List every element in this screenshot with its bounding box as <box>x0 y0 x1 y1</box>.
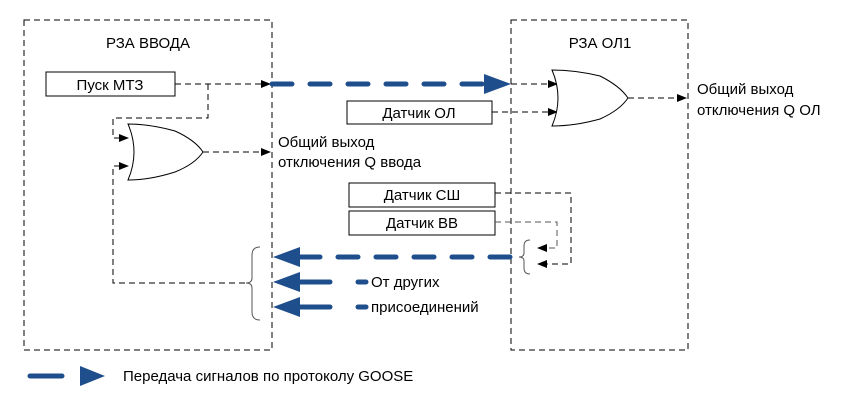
start-mtz-box[interactable] <box>45 71 176 97</box>
goose-other-arrowhead-2 <box>273 297 300 317</box>
goose-other-arrowhead-1 <box>273 272 300 292</box>
other-connections-label-line2: присоединений <box>371 299 479 316</box>
left-block-frame <box>23 19 273 351</box>
goose-backward-arrowhead <box>273 247 300 267</box>
left-block-title: РЗА ВВОДА <box>106 35 190 52</box>
start-mtz-branch-line <box>112 84 209 142</box>
sensor-vv-label: Датчик ВВ <box>386 215 458 232</box>
right-block-title: РЗА ОЛ1 <box>569 35 632 52</box>
start-mtz-label: Пуск МТЗ <box>77 77 144 94</box>
right-output-label-line1: Общий выход <box>697 81 794 98</box>
legend-goose-arrowhead <box>80 366 105 386</box>
legend-label: Передача сигналов по протоколу GOOSE <box>123 368 413 385</box>
right-output-label-line2: отключения Q ОЛ <box>697 102 821 119</box>
right-block-frame <box>510 19 689 351</box>
goose-forward-arrowhead <box>484 74 511 94</box>
left-output-label-line2: отключения Q ввода <box>278 154 422 171</box>
feedback-loop-line <box>112 162 245 284</box>
sensor-sh-label: Датчик СШ <box>384 187 461 204</box>
sensor-ol-label: Датчик ОЛ <box>382 105 455 122</box>
left-output-label-line1: Общий выход <box>278 134 375 151</box>
sensor-vv-box[interactable] <box>348 210 496 236</box>
or-gate-right <box>551 69 629 127</box>
other-connections-label-line1: От других <box>371 274 440 291</box>
or-gate-left <box>127 123 204 181</box>
sensor-sh-box[interactable] <box>348 182 496 208</box>
sensor-vv-signal-line <box>495 221 558 252</box>
sensor-sh-signal-line <box>495 192 572 268</box>
left-brace <box>245 246 261 321</box>
right-brace <box>518 239 531 275</box>
